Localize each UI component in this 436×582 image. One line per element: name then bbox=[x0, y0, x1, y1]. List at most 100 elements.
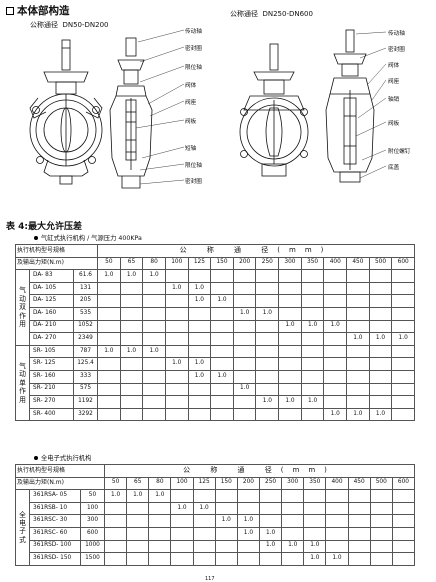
value-cell bbox=[119, 407, 144, 422]
value-cell bbox=[214, 552, 238, 566]
label-limit-shaft-2: 限位轴 bbox=[185, 163, 202, 169]
value-cell bbox=[323, 294, 348, 308]
torque-cell: 600 bbox=[80, 526, 105, 541]
header-nominal-diameter: 公 称 通 径(mm) bbox=[97, 244, 415, 258]
bullet-dot-icon bbox=[34, 455, 38, 460]
value-cell bbox=[210, 357, 234, 371]
value-cell bbox=[126, 526, 150, 541]
header-nominal-diameter: 公 称 通 径(mm) bbox=[104, 464, 415, 478]
value-cell bbox=[325, 539, 349, 554]
value-cell bbox=[300, 357, 325, 371]
value-cell bbox=[303, 501, 327, 516]
value-cell bbox=[214, 489, 238, 503]
value-cell bbox=[255, 269, 280, 283]
value-cell bbox=[300, 269, 325, 283]
value-cell bbox=[368, 281, 393, 296]
value-cell bbox=[236, 552, 260, 566]
value-cell bbox=[103, 539, 128, 554]
value-cell bbox=[97, 357, 121, 371]
value-cell bbox=[300, 407, 325, 422]
value-cell bbox=[164, 369, 189, 384]
group-label: 气动双作用 bbox=[15, 269, 30, 346]
section-title-text: 本体部构造 bbox=[17, 5, 70, 17]
value-cell: 1.0 bbox=[300, 319, 325, 334]
value-cell bbox=[281, 526, 305, 541]
value-cell bbox=[323, 395, 348, 409]
value-cell bbox=[369, 501, 393, 516]
torque-cell: 61.6 bbox=[73, 269, 98, 283]
value-cell bbox=[164, 382, 189, 397]
value-cell: 1.0 bbox=[391, 332, 415, 346]
value-cell: 1.0 bbox=[346, 407, 370, 422]
value-cell: 1.0 bbox=[236, 526, 260, 541]
label-seal-ring: 密封圈 bbox=[185, 46, 202, 52]
value-cell bbox=[255, 344, 280, 359]
value-cell: 1.0 bbox=[368, 407, 393, 422]
value-cell bbox=[281, 514, 305, 528]
left-valve-drawing bbox=[29, 29, 185, 189]
value-cell bbox=[278, 369, 302, 384]
value-cell bbox=[391, 281, 415, 296]
value-cell bbox=[210, 269, 234, 283]
value-cell bbox=[164, 306, 189, 321]
value-cell bbox=[164, 294, 189, 308]
value-cell bbox=[214, 539, 238, 554]
value-cell bbox=[148, 501, 172, 516]
value-cell bbox=[369, 539, 393, 554]
value-cell bbox=[148, 552, 172, 566]
value-cell bbox=[97, 395, 121, 409]
page-number: 117 bbox=[205, 576, 215, 582]
value-cell bbox=[187, 344, 212, 359]
value-cell bbox=[323, 332, 348, 346]
value-cell bbox=[391, 526, 416, 541]
value-cell bbox=[214, 501, 238, 516]
value-cell bbox=[119, 369, 144, 384]
value-cell bbox=[255, 332, 280, 346]
value-cell bbox=[142, 382, 166, 397]
value-cell bbox=[391, 319, 415, 334]
value-cell bbox=[232, 319, 257, 334]
model-cell: SR- 210 bbox=[29, 382, 74, 397]
value-cell bbox=[325, 489, 349, 503]
value-cell: 1.0 bbox=[97, 269, 121, 283]
value-cell bbox=[97, 332, 121, 346]
value-cell bbox=[347, 526, 371, 541]
value-cell bbox=[255, 319, 280, 334]
value-cell bbox=[278, 306, 302, 321]
value-cell bbox=[258, 489, 283, 503]
header-model: 执行机构型号规格 bbox=[15, 244, 98, 258]
value-cell bbox=[325, 514, 349, 528]
value-cell bbox=[281, 552, 305, 566]
model-cell: DA- 270 bbox=[29, 332, 74, 346]
value-cell: 1.0 bbox=[103, 489, 128, 503]
value-cell bbox=[164, 319, 189, 334]
value-cell bbox=[323, 344, 348, 359]
value-cell bbox=[187, 382, 212, 397]
value-cell bbox=[210, 281, 234, 296]
value-cell bbox=[192, 539, 216, 554]
model-cell: 361RSB- 10 bbox=[29, 501, 81, 516]
value-cell bbox=[142, 294, 166, 308]
value-cell bbox=[278, 332, 302, 346]
value-cell bbox=[346, 382, 370, 397]
value-cell bbox=[164, 269, 189, 283]
value-cell bbox=[187, 269, 212, 283]
value-cell bbox=[369, 526, 393, 541]
value-cell bbox=[391, 539, 416, 554]
value-cell: 1.0 bbox=[323, 407, 348, 422]
value-cell bbox=[126, 539, 150, 554]
value-cell bbox=[214, 526, 238, 541]
model-cell: 361RSA- 05 bbox=[29, 489, 81, 503]
value-cell bbox=[103, 526, 128, 541]
value-cell bbox=[303, 489, 327, 503]
value-cell bbox=[119, 332, 144, 346]
value-cell bbox=[347, 489, 371, 503]
value-cell: 1.0 bbox=[303, 552, 327, 566]
